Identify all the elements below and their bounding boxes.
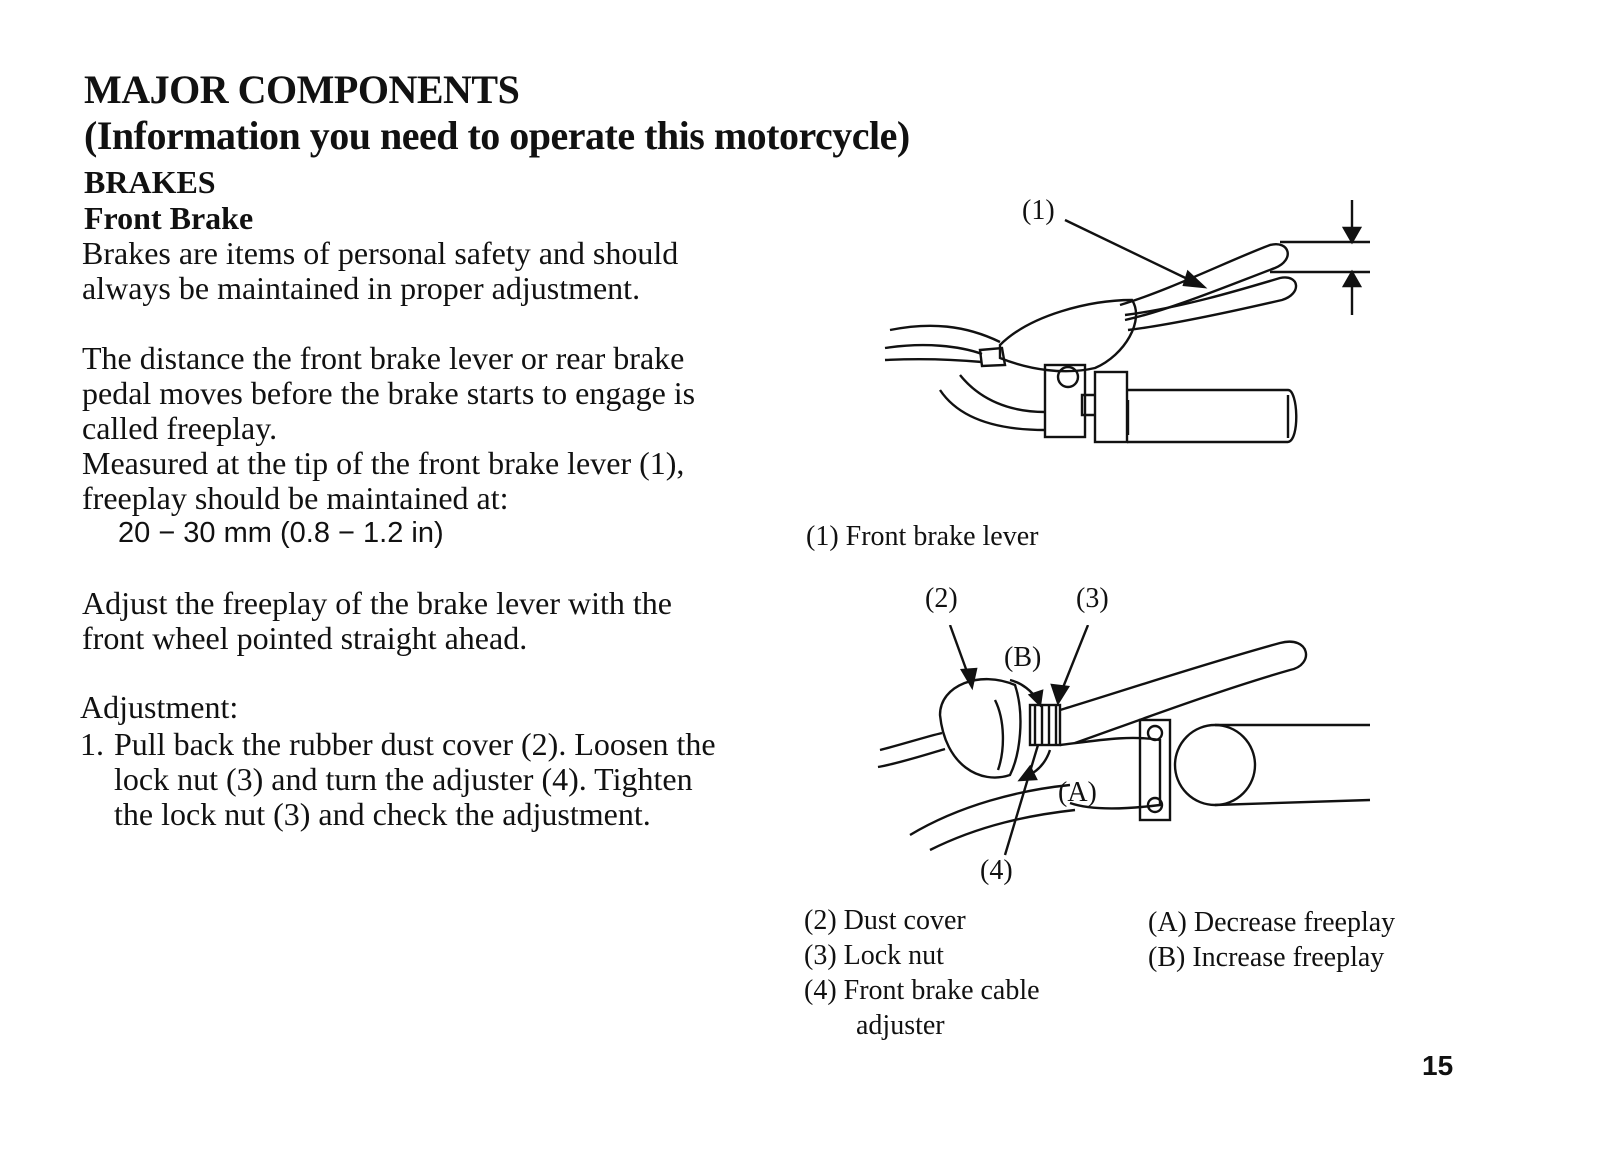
caption-lock-nut: (3) Lock nut: [804, 940, 944, 971]
section-subtitle: Front Brake: [84, 200, 254, 236]
paragraph-safety: Brakes are items of personal safety and …: [82, 235, 679, 306]
brake-adjuster-illustration: [877, 625, 1371, 856]
page-subtitle: (Information you need to operate this mo…: [84, 113, 910, 158]
caption-decrease-freeplay: (A) Decrease freeplay: [1148, 907, 1396, 938]
callout-2: (2): [925, 583, 958, 614]
paragraph-measurement: Measured at the tip of the front brake l…: [82, 445, 685, 516]
adjustment-label: Adjustment:: [80, 689, 239, 725]
page-title: MAJOR COMPONENTS: [84, 67, 520, 112]
paragraph-adjust-instruction: Adjust the freeplay of the brake lever w…: [82, 585, 672, 656]
caption-increase-freeplay: (B) Increase freeplay: [1148, 942, 1385, 973]
front-brake-lever-illustration: [884, 200, 1370, 444]
page-number: 15: [1422, 1050, 1454, 1081]
section-title: BRAKES: [84, 164, 216, 200]
caption-cable-adjuster: (4) Front brake cable: [804, 975, 1040, 1006]
freeplay-spec: 20 − 30 mm (0.8 − 1.2 in): [118, 517, 444, 549]
callout-B: (B): [1004, 642, 1042, 673]
figure1-caption: (1) Front brake lever: [806, 521, 1039, 552]
callout-3: (3): [1076, 583, 1109, 614]
callout-1: (1): [1022, 195, 1055, 226]
callout-4: (4): [980, 855, 1013, 886]
callout-A: (A): [1058, 777, 1097, 808]
step-number: 1.: [80, 726, 104, 762]
caption-dust-cover: (2) Dust cover: [804, 905, 966, 936]
step-text: Pull back the rubber dust cover (2). Loo…: [114, 726, 716, 832]
paragraph-freeplay-definition: The distance the front brake lever or re…: [82, 340, 696, 446]
caption-cable-adjuster-cont: adjuster: [856, 1010, 945, 1041]
